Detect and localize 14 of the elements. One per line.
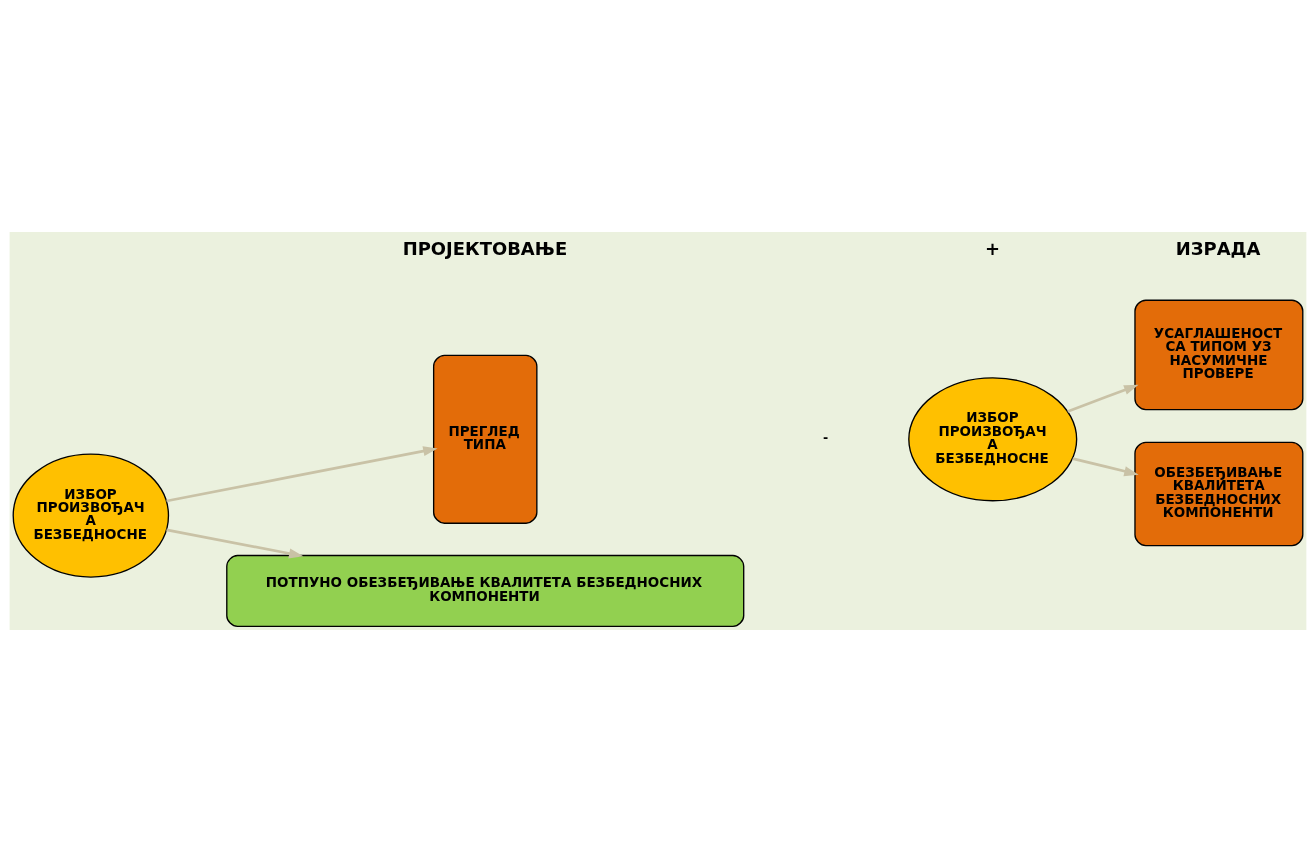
node-box: УСАГЛАШЕНОСТ СА ТИПОМ УЗ НАСУМИЧНЕ ПРОВЕРЕ <box>1134 299 1304 411</box>
label: ИЗРАДА <box>1175 238 1261 260</box>
node-box: ПРЕГЛЕД ТИПА <box>432 354 538 524</box>
label: + <box>985 238 1001 260</box>
label: - <box>823 429 829 445</box>
node-ellipse: ИЗБОР ПРОИЗВОЂАЧ А БЕЗБЕДНОСНЕ <box>12 453 170 578</box>
arrow <box>166 446 438 503</box>
node-box: ОБЕЗБЕЂИВАЊЕ КВАЛИТЕТА БЕЗБЕДНОСНИХ КОМПОНЕНТИ <box>1134 441 1304 547</box>
node-ellipse: ИЗБОР ПРОИЗВОЂАЧ А БЕЗБЕДНОСНЕ <box>908 377 1078 502</box>
arrow <box>1072 457 1139 477</box>
arrow <box>166 528 304 559</box>
node-box: ПОТПУНО ОБЕЗБЕЂИВАЊЕ КВАЛИТЕТА БЕЗБЕДНОСНИХ КОМПОНЕНТИ <box>226 554 745 628</box>
label: ПРОЈЕКТОВАЊЕ <box>402 238 568 260</box>
arrow <box>1067 384 1139 413</box>
